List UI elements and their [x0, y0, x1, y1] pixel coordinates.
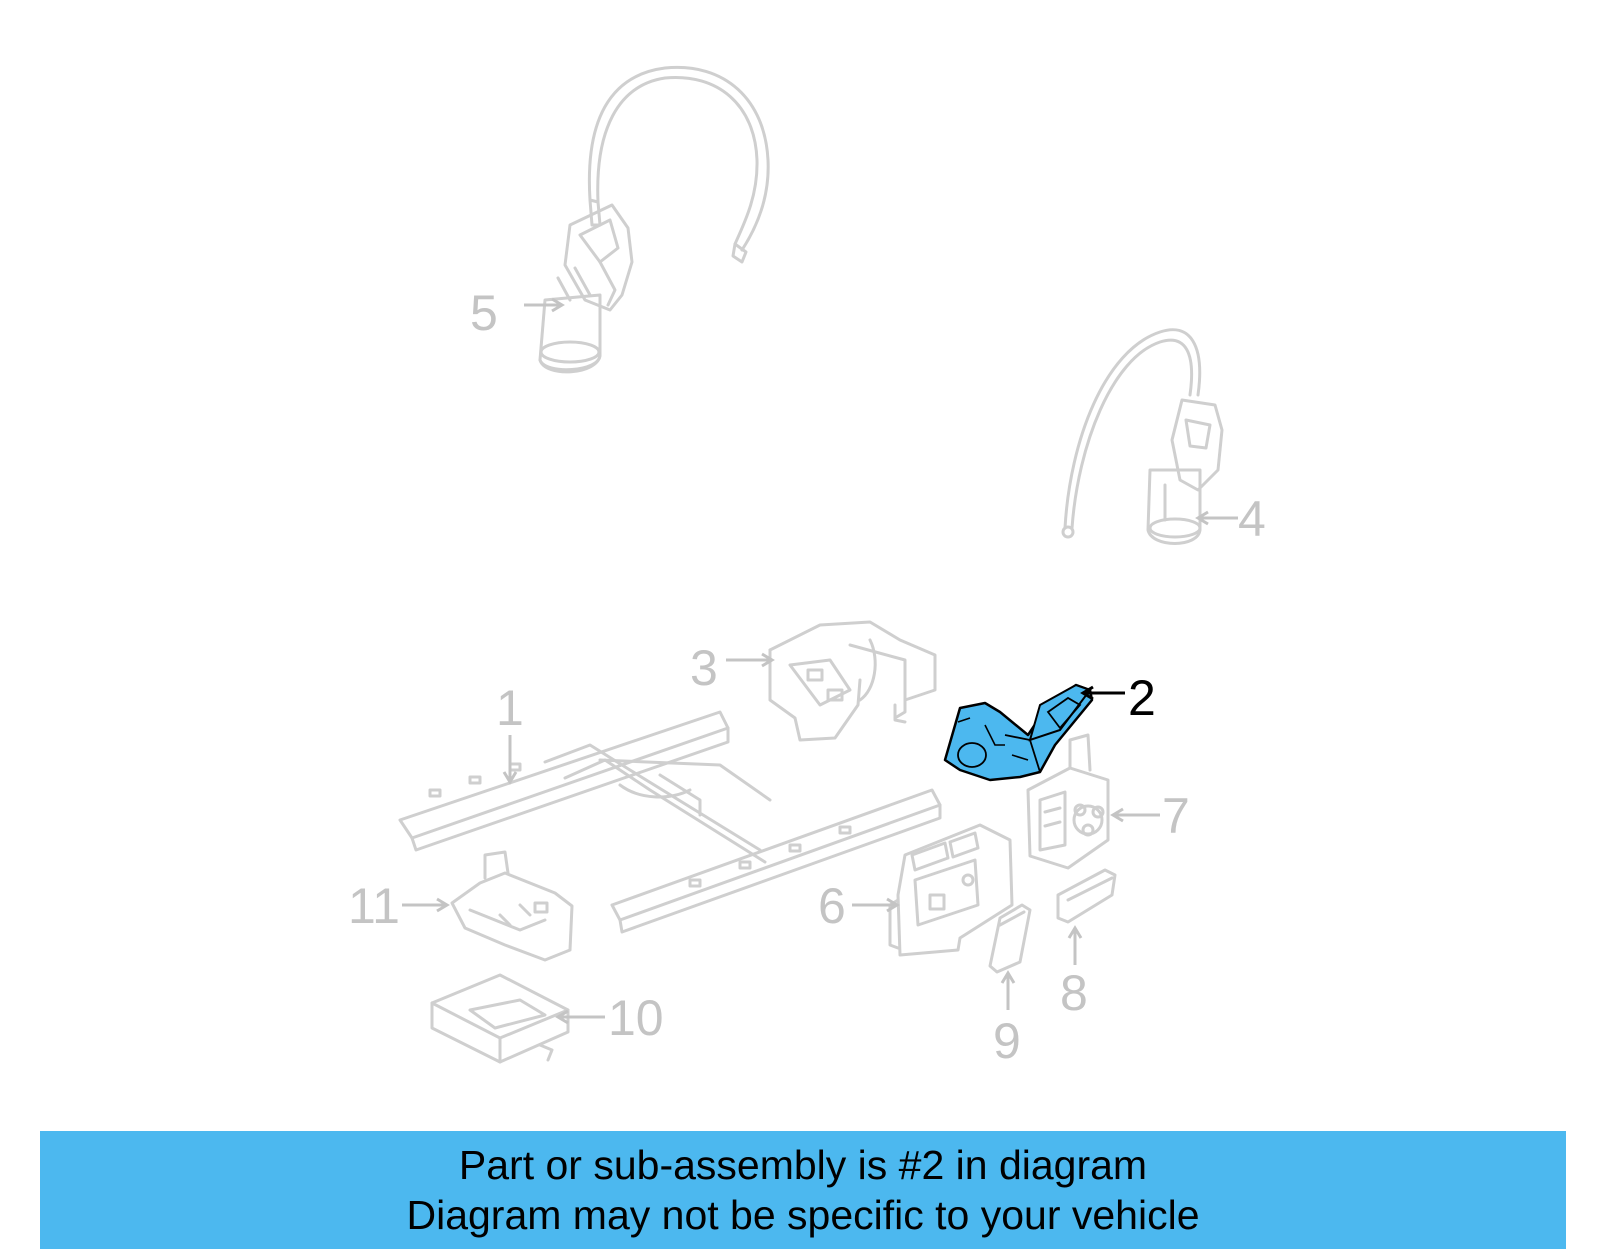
- arrow-8: [1067, 925, 1083, 939]
- arrow-1: [502, 771, 518, 785]
- callout-6[interactable]: 6: [818, 878, 846, 934]
- callout-4[interactable]: 4: [1238, 491, 1266, 547]
- part-4-drawing: [1061, 328, 1224, 545]
- part-9-drawing: [988, 903, 1032, 974]
- part-6-drawing: [888, 823, 1014, 957]
- part-10-drawing: [430, 973, 570, 1064]
- part-2-highlighted[interactable]: [943, 683, 1094, 782]
- callout-10[interactable]: 10: [608, 990, 664, 1046]
- arrow-11: [436, 897, 450, 913]
- callout-3[interactable]: 3: [690, 640, 718, 696]
- callout-7[interactable]: 7: [1162, 788, 1190, 844]
- callout-11[interactable]: 11: [348, 878, 400, 934]
- part-7-drawing: [1026, 733, 1110, 870]
- arrow-10: [555, 1009, 569, 1025]
- arrow-9: [1000, 970, 1016, 984]
- callout-5[interactable]: 5: [470, 285, 498, 341]
- part-5-drawing: [538, 65, 770, 374]
- part-11-drawing: [450, 850, 574, 962]
- arrow-6: [886, 897, 900, 913]
- arrow-3: [761, 652, 775, 668]
- callout-2[interactable]: 2: [1128, 670, 1156, 726]
- info-banner: Part or sub-assembly is #2 in diagram Di…: [40, 1131, 1566, 1249]
- arrow-2: [1080, 685, 1094, 701]
- part-8-drawing: [1056, 868, 1117, 924]
- callout-8[interactable]: 8: [1060, 965, 1088, 1021]
- banner-line-1: Part or sub-assembly is #2 in diagram: [458, 1142, 1148, 1188]
- arrow-4: [1195, 510, 1209, 526]
- part-1-drawing: [398, 710, 942, 934]
- callout-9[interactable]: 9: [993, 1013, 1021, 1069]
- part-3-drawing: [768, 620, 937, 742]
- arrow-7: [1110, 807, 1124, 823]
- banner-line-2: Diagram may not be specific to your vehi…: [406, 1192, 1200, 1238]
- callout-1[interactable]: 1: [496, 680, 524, 736]
- arrow-5: [551, 297, 565, 313]
